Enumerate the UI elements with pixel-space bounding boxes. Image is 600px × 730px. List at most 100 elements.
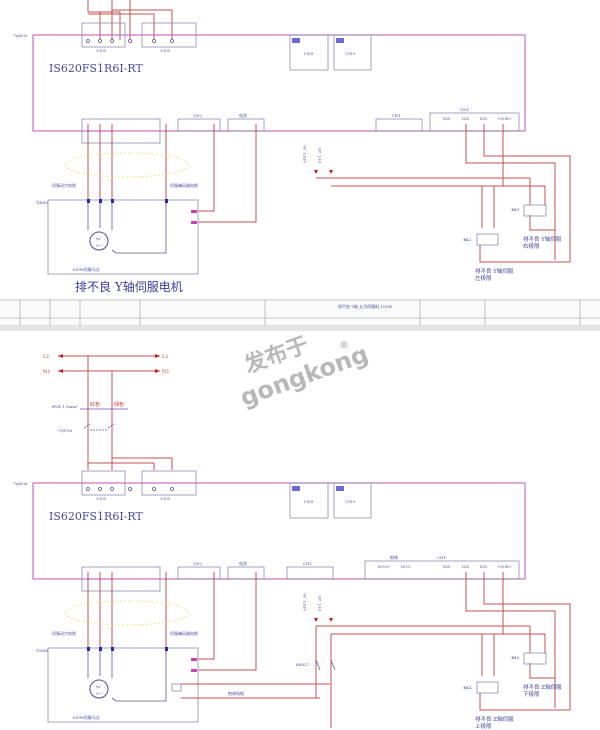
supply-arrow-icons: [314, 170, 333, 174]
cn3-label: CN3: [346, 51, 356, 56]
sensor-b45: [523, 652, 547, 665]
motor-box: [47, 199, 199, 275]
encoder-connector-pins: [191, 658, 197, 672]
motor-wires: [87, 124, 257, 223]
servo-drive-frame: [32, 482, 526, 580]
drawing-title: 排不良 Y轴伺服电机: [75, 279, 183, 294]
cn1-left-port: [286, 566, 334, 580]
power-terminal-block: [81, 470, 126, 496]
sensor-label: 右极限: [523, 242, 540, 250]
encoder-cable-label: 伺服编码器电缆: [170, 182, 198, 188]
motor-connector-pins: [87, 199, 168, 203]
battery-port: [227, 118, 265, 132]
motor-terminal-block: [81, 118, 161, 144]
cn1-left-label: CN1: [303, 561, 312, 566]
motor-box: [47, 647, 199, 723]
pin-label: DO3+: [378, 564, 390, 569]
supply-section: L1 L1 N1 N1 BVR 1.5mm² 红色 绿色 -7QF16: [43, 354, 173, 470]
servo-drive-frame: [32, 34, 526, 132]
drive-model: IS620FS1R6I-RT: [49, 510, 143, 523]
sensor-wires: [315, 572, 571, 728]
power-pins: [86, 487, 174, 491]
power-terminal-block: [81, 22, 126, 48]
cn1-left-label: CN1: [392, 113, 401, 118]
motor-wires: [87, 572, 257, 671]
svg-text:®: ®: [338, 339, 351, 353]
shield-ellipse: [64, 152, 190, 178]
pin-label: DI1: [480, 564, 487, 569]
svg-text:3~: 3~: [96, 243, 102, 248]
svg-text:M: M: [96, 236, 100, 241]
pin-label: DI2: [462, 116, 470, 121]
ethernet-icon: [336, 38, 344, 43]
pin-label: DI9: [443, 564, 451, 569]
cn1-io-block: [429, 112, 520, 132]
cn2-label: CN2: [193, 113, 203, 118]
motor-label: 100W伺服马达: [72, 266, 100, 272]
drawing-z-axis: -7AN06 230V 230V CN4 CN3 IS620FS1R6I-RT …: [12, 470, 571, 730]
supply-arrow-icons: [314, 618, 333, 622]
motor-icon: [89, 231, 109, 251]
voltage-label: 230V: [160, 48, 171, 53]
sensor-b43: [523, 204, 547, 217]
supply-24v-label: 24V1_29: [302, 145, 307, 163]
motor-connector-pins: [87, 647, 168, 651]
voltage-label: 230V: [96, 496, 107, 501]
cn3-port: [333, 34, 372, 71]
red-color-label: 红色: [90, 401, 100, 408]
ethernet-icon: [292, 486, 300, 491]
sensor-label: 左极限: [475, 274, 492, 282]
arrow-icons: [58, 354, 160, 373]
sensor-b44: [476, 681, 499, 694]
wire-spec: BVR 1.5mm²: [52, 404, 78, 409]
sensor-wires: [316, 124, 571, 263]
cn4-label: CN4: [304, 499, 314, 504]
voltage-label: 230V: [160, 496, 171, 501]
cn1-right-label: CN1: [437, 555, 446, 560]
power-cable-label: 伺服动力电缆: [52, 182, 76, 188]
l1-label: L1: [43, 354, 50, 360]
motor-internal-wires: [87, 203, 167, 254]
sensor-tag: -B44: [462, 685, 472, 690]
power-pins: [86, 39, 174, 43]
shield-ellipse: [64, 600, 190, 626]
pin-label: DI2: [462, 564, 470, 569]
control-power-block: [141, 22, 197, 48]
sensor-label: 下极限: [523, 690, 540, 698]
pin-label: DI9: [443, 116, 451, 121]
supply-0v-label: 0V1_29: [317, 147, 322, 163]
motor-terminal-block: [81, 566, 161, 592]
encoder-connector-pins: [191, 210, 197, 224]
sensor-tag: -B45: [510, 655, 520, 660]
brake-wires: [181, 683, 330, 699]
sensor-label: 上极限: [475, 722, 492, 730]
sensor-label: 排不良 Y轴伺服: [475, 267, 514, 275]
motor-internal-wires: [87, 651, 167, 702]
brake-cable-label: 抱闸电缆: [228, 690, 244, 696]
n1-label: N1: [43, 369, 51, 375]
module-tag: -7AN06: [12, 481, 28, 486]
title-block: 排不良 Y轴 五月伺服料 100W: [0, 298, 600, 331]
relay-contact-icon: [315, 659, 336, 671]
brake-group-label: 抱闸: [390, 554, 398, 560]
pin-label: DI1: [480, 116, 487, 121]
module-tag: -7AN05: [12, 33, 28, 38]
pin-label: COM+: [498, 564, 512, 569]
pin-label: DO3-: [401, 564, 412, 569]
drive-model: IS620FS1R6I-RT: [49, 62, 143, 75]
motor-tag: T5M6: [36, 648, 48, 653]
title-block-description: 排不良 Y轴 五月伺服料 100W: [338, 303, 393, 309]
control-power-block: [141, 470, 197, 496]
sensor-tag: -B42: [462, 237, 472, 242]
cn1-io-block: [364, 560, 520, 580]
cn4-port: [289, 34, 329, 71]
breaker-tag: -7QF16: [57, 428, 72, 433]
sensor-label: 排不良 Y轴伺服: [523, 235, 562, 243]
pin-label: COM+: [498, 116, 512, 121]
sensor-tag: -B43: [510, 207, 520, 212]
cn1-left-port: [375, 118, 423, 132]
supply-24v-label: 24V1_29: [302, 593, 307, 611]
cn2-port: [177, 566, 221, 580]
cn2-port: [177, 118, 221, 132]
motor-tag: T4M5: [36, 200, 48, 205]
